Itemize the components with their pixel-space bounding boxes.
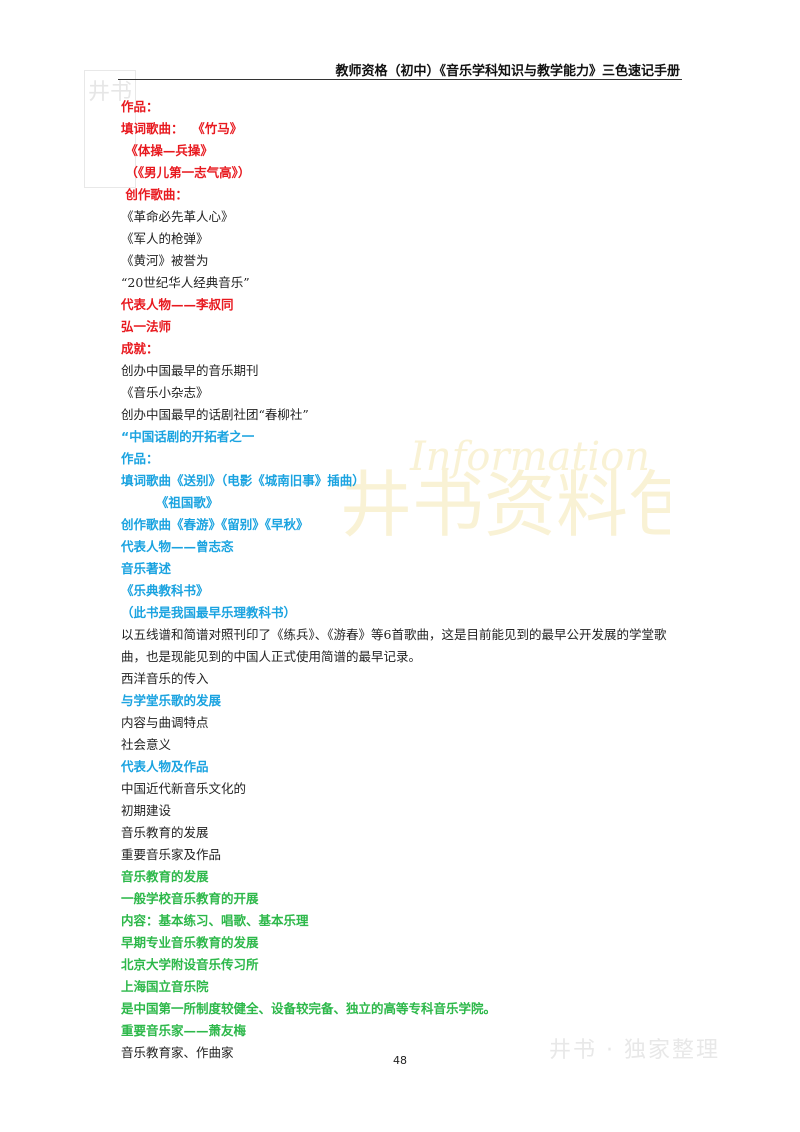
note-line: 初期建设 [121, 803, 172, 818]
note-line: 《黄河》被誉为 [121, 253, 209, 268]
note-line: 作品： [121, 99, 159, 114]
note-line: 内容与曲调特点 [121, 715, 209, 730]
note-line: 中国近代新音乐文化的 [121, 781, 247, 796]
note-line: 《祖国歌》 [121, 495, 219, 510]
header-rule [118, 79, 682, 80]
note-line: 音乐教育家、作曲家 [121, 1045, 234, 1060]
note-line: 创办中国最早的音乐期刊 [121, 363, 259, 378]
note-line: 《体操—兵操》 [121, 143, 213, 158]
note-line: 西洋音乐的传入 [121, 671, 209, 686]
note-line: 《军人的枪弹》 [121, 231, 209, 246]
note-line: “20世纪华人经典音乐” [121, 275, 250, 290]
note-line: 早期专业音乐教育的发展 [121, 935, 259, 950]
note-line: 作品： [121, 451, 159, 466]
note-line: 弘一法师 [121, 319, 172, 334]
note-line: “中国话剧的开拓者之一 [121, 429, 255, 444]
note-line: 音乐著述 [121, 561, 172, 576]
note-line: 以五线谱和简谱对照刊印了《练兵》、《游春》等6首歌曲，这是目前能见到的最早公开发… [121, 627, 667, 664]
note-line: 一般学校音乐教育的开展 [121, 891, 259, 906]
note-line: 填词歌曲《送别》（电影《城南旧事》插曲） [121, 473, 365, 488]
note-line: 音乐教育的发展 [121, 869, 209, 884]
note-line: （《男儿第一志气高》） [121, 165, 251, 180]
note-line: 成就： [121, 341, 159, 356]
note-line: 重要音乐家——萧友梅 [121, 1023, 247, 1038]
notes-content: 作品： 填词歌曲： 《竹马》 《体操—兵操》 （《男儿第一志气高》） 创作歌曲： 《… [121, 96, 686, 1064]
note-line: 创作歌曲《春游》《留别》《早秋》 [121, 517, 309, 532]
note-line: 代表人物——曾志忞 [121, 539, 234, 554]
note-line: 创办中国最早的话剧社团“春柳社” [121, 407, 309, 422]
note-line: 填词歌曲： 《竹马》 [121, 121, 243, 136]
note-line: 北京大学附设音乐传习所 [121, 957, 259, 972]
note-line: 社会意义 [121, 737, 172, 752]
seal-watermark: 井书 [84, 70, 136, 188]
page-number: 48 [393, 1054, 407, 1067]
note-line: 《乐典教科书》 [121, 583, 209, 598]
note-line: 上海国立音乐院 [121, 979, 209, 994]
note-line: 《革命必先革人心》 [121, 209, 234, 224]
note-line: 是中国第一所制度较健全、设备较完备、独立的高等专科音乐学院。 [121, 1001, 497, 1016]
note-line: （此书是我国最早乐理教科书） [121, 605, 297, 620]
note-line: 代表人物——李叔同 [121, 297, 234, 312]
note-line: 创作歌曲： [121, 187, 188, 202]
note-line: 代表人物及作品 [121, 759, 209, 774]
page-header: 教师资格（初中）《音乐学科知识与教学能力》三色速记手册 [335, 64, 680, 79]
note-line: 内容：基本练习、唱歌、基本乐理 [121, 913, 309, 928]
note-line: 与学堂乐歌的发展 [121, 693, 222, 708]
footer-watermark: 井书 · 独家整理 [549, 1038, 720, 1063]
note-line: 音乐教育的发展 [121, 825, 209, 840]
note-line: 重要音乐家及作品 [121, 847, 222, 862]
note-line: 《音乐小杂志》 [121, 385, 209, 400]
